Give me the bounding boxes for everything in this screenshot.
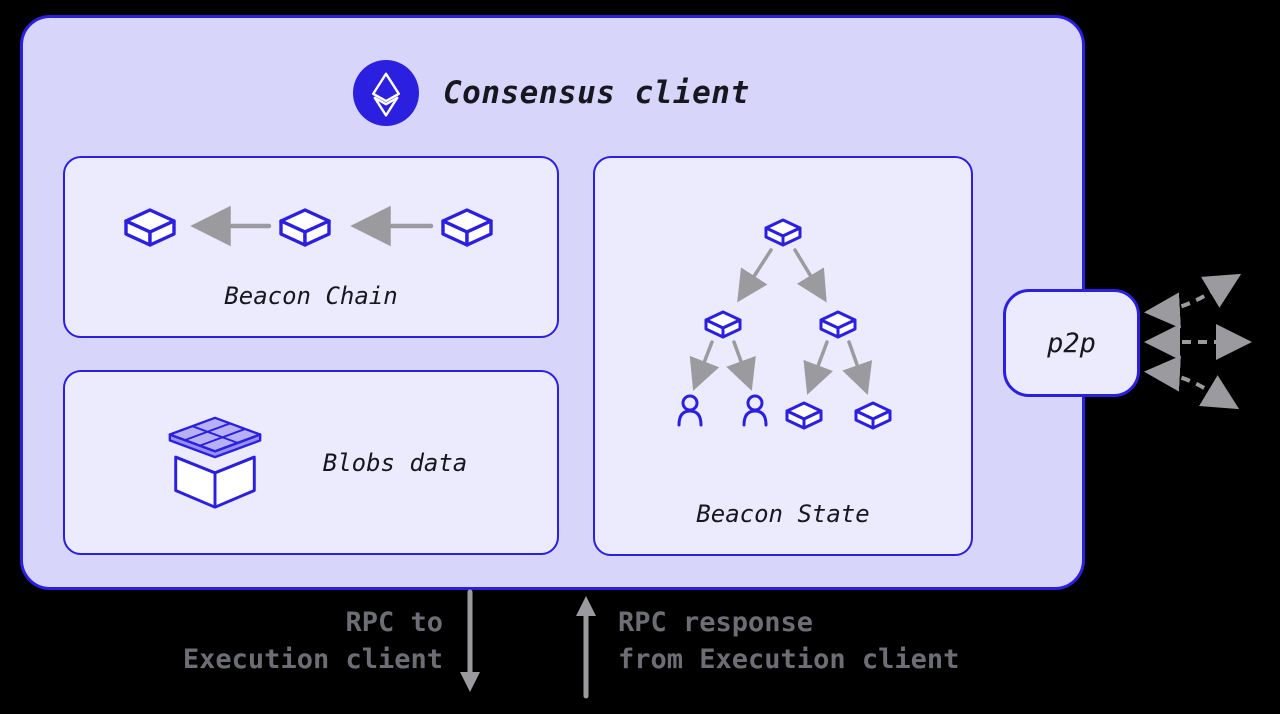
- block-cube-icon: [441, 208, 493, 247]
- p2p-box: p2p: [1003, 289, 1140, 397]
- arrow-down-head: [460, 672, 480, 692]
- tree-edge-arrow: [842, 340, 873, 395]
- rpc-to-line1: RPC to: [345, 607, 443, 638]
- block-cube-icon: [764, 218, 802, 247]
- block-cube-icon: [279, 208, 331, 247]
- block-cube-icon: [785, 401, 823, 430]
- blobs-box-icon: [168, 416, 262, 509]
- rpc-arrows: [460, 589, 596, 699]
- dashed-arrow-down-right: [1144, 355, 1240, 410]
- dashed-arrow-up-right: [1144, 273, 1242, 329]
- rpc-response-line1: RPC response: [618, 607, 814, 638]
- diagram-title: Consensus client: [443, 75, 750, 111]
- tree-edge-arrow: [803, 340, 833, 395]
- beacon-chain-panel: Beacon Chain: [63, 156, 559, 338]
- beacon-state-label: Beacon State: [696, 500, 870, 528]
- blobs-data-label: Blobs data: [322, 448, 468, 477]
- p2p-label: p2p: [1047, 327, 1096, 359]
- tree-edge-arrow: [793, 248, 827, 303]
- p2p-network-arrows-icon: [1144, 273, 1252, 410]
- beacon-state-tree: [677, 218, 892, 430]
- block-cube-icon: [704, 310, 742, 339]
- validator-icon: [742, 394, 768, 427]
- beacon-state-panel: Beacon State: [593, 156, 973, 556]
- consensus-client-container: Consensus client: [20, 15, 1085, 590]
- rpc-to-label: RPC to Execution client: [143, 604, 443, 678]
- block-cube-icon: [819, 310, 857, 339]
- rpc-to-line2: Execution client: [182, 644, 443, 675]
- ethereum-logo-icon: [353, 60, 419, 126]
- block-cube-icon: [124, 208, 176, 247]
- rpc-response-label: RPC response from Execution client: [618, 604, 959, 678]
- validator-icon: [677, 394, 703, 427]
- tree-edge-arrow: [689, 340, 720, 391]
- rpc-response-line2: from Execution client: [618, 644, 960, 675]
- block-cube-icon: [854, 401, 892, 430]
- beacon-chain-label: Beacon Chain: [224, 282, 398, 310]
- ethereum-glyph: [372, 72, 400, 117]
- beacon-chain-blocks: [124, 205, 493, 247]
- arrow-up-head: [576, 596, 596, 616]
- tree-edge-arrow: [726, 340, 756, 391]
- title-row: Consensus client: [353, 60, 750, 126]
- tree-edge-arrow: [737, 248, 773, 303]
- blobs-data-panel: Blobs data: [63, 370, 559, 555]
